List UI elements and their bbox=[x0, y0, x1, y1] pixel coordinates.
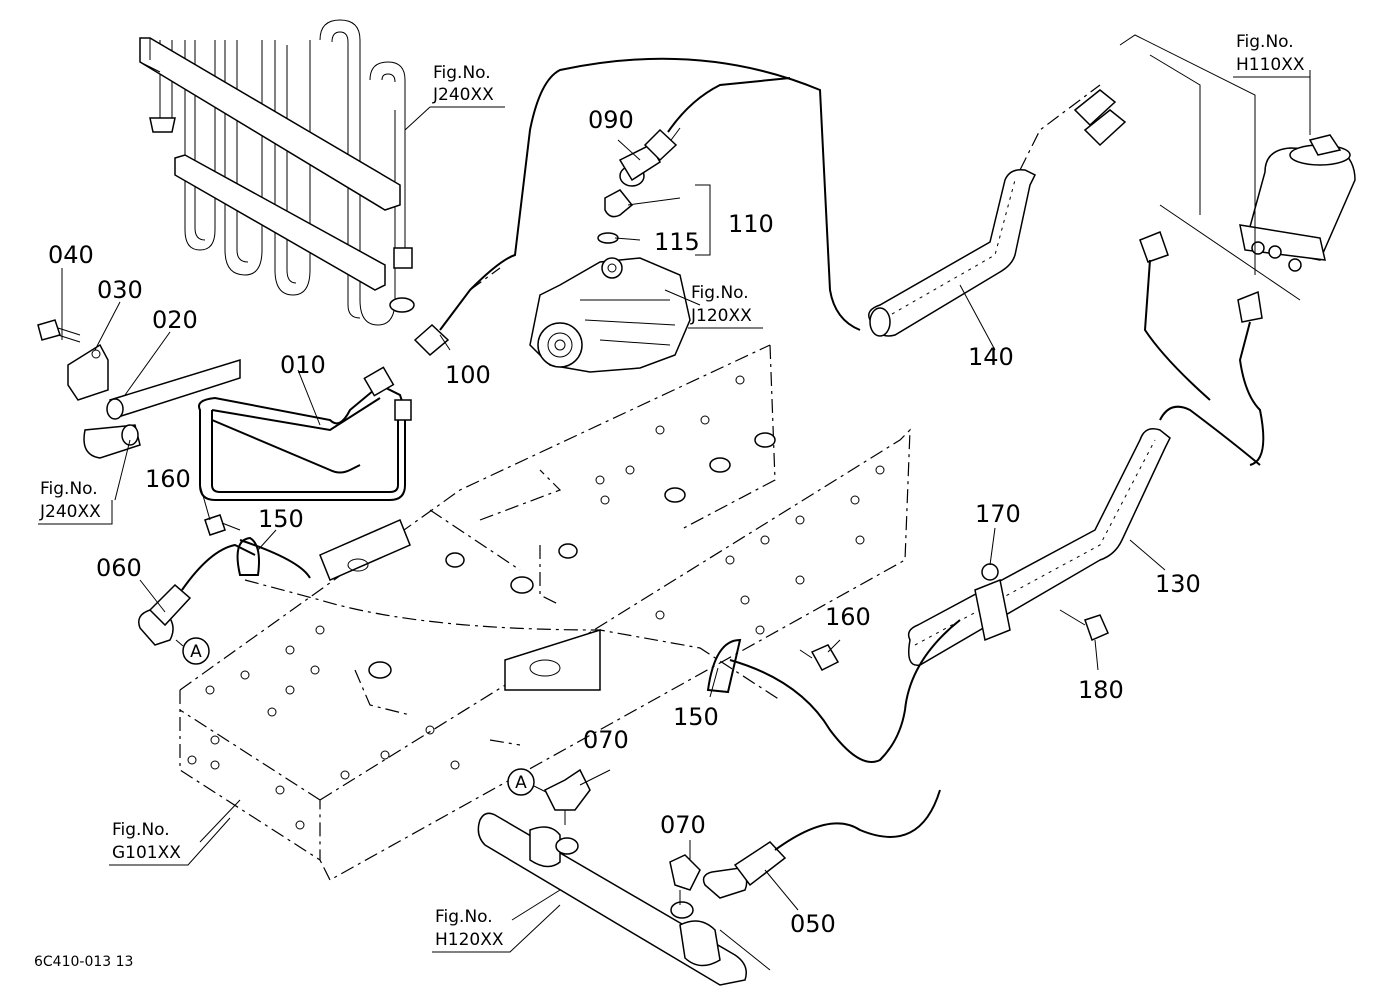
bolt-180 bbox=[1059, 609, 1109, 642]
clamp-150a bbox=[236, 536, 260, 576]
callout-180: 180 bbox=[1078, 676, 1124, 704]
frame bbox=[179, 344, 911, 881]
fitting-110 bbox=[597, 127, 681, 244]
bolt-160b bbox=[799, 644, 840, 671]
callout-010: 010 bbox=[280, 351, 326, 379]
svg-text:Fig.No.: Fig.No. bbox=[112, 820, 170, 840]
condenser-core bbox=[139, 19, 415, 326]
fig-ref-j240-left: Fig.No. J240XX bbox=[38, 479, 113, 525]
callout-150-right: 150 bbox=[673, 703, 719, 731]
motor-lines bbox=[1119, 34, 1301, 466]
callout-160-left: 160 bbox=[145, 465, 191, 493]
fig-ref-j240-top: Fig.No. J240XX bbox=[404, 63, 505, 131]
callout-115: 115 bbox=[654, 228, 700, 256]
bracket-030 bbox=[67, 343, 109, 401]
hose-060 bbox=[138, 539, 311, 646]
callout-020: 020 bbox=[152, 306, 198, 334]
hose-100 bbox=[413, 57, 861, 357]
steering-motor bbox=[1239, 134, 1356, 272]
elbow-070b bbox=[669, 854, 701, 905]
callout-030: 030 bbox=[97, 276, 143, 304]
svg-text:G101XX: G101XX bbox=[112, 843, 181, 863]
svg-text:J240XX: J240XX bbox=[432, 85, 494, 105]
callout-140: 140 bbox=[968, 343, 1014, 371]
marker-a-lower: A bbox=[507, 768, 547, 796]
callout-100: 100 bbox=[445, 361, 491, 389]
svg-text:A: A bbox=[515, 773, 527, 793]
hose-130 bbox=[907, 405, 1261, 667]
svg-text:H110XX: H110XX bbox=[1236, 55, 1305, 75]
callout-110: 110 bbox=[728, 210, 774, 238]
leader-lines bbox=[61, 70, 1311, 921]
bolt-040 bbox=[37, 319, 81, 343]
callout-040: 040 bbox=[48, 241, 94, 269]
callout-050: 050 bbox=[790, 910, 836, 938]
svg-text:Fig.No.: Fig.No. bbox=[435, 907, 493, 927]
callout-090: 090 bbox=[588, 106, 634, 134]
return-hose bbox=[244, 579, 961, 763]
elbow-070a bbox=[543, 768, 591, 825]
svg-text:Fig.No.: Fig.No. bbox=[1236, 32, 1294, 52]
fig-ref-h120: Fig.No. H120XX bbox=[432, 904, 561, 953]
callout-070-upper: 070 bbox=[583, 726, 629, 754]
hose-050 bbox=[702, 789, 941, 899]
svg-text:J240XX: J240XX bbox=[39, 502, 101, 522]
pipe-010 bbox=[198, 366, 412, 501]
callout-060: 060 bbox=[96, 554, 142, 582]
bolt-160a bbox=[204, 514, 241, 536]
callout-160-right: 160 bbox=[825, 603, 871, 631]
hose-020 bbox=[83, 358, 241, 459]
callout-130: 130 bbox=[1155, 570, 1201, 598]
compressor bbox=[529, 257, 691, 373]
svg-text:J120XX: J120XX bbox=[690, 306, 752, 326]
fig-ref-j120: Fig.No. J120XX bbox=[688, 283, 763, 329]
callout-070-lower: 070 bbox=[660, 811, 706, 839]
svg-text:A: A bbox=[190, 642, 202, 662]
clamp-150b bbox=[706, 638, 742, 694]
frame-holes bbox=[187, 375, 885, 830]
callout-numbers: 040 030 020 010 100 090 110 115 140 160 … bbox=[48, 106, 1201, 938]
svg-text:Fig.No.: Fig.No. bbox=[433, 63, 491, 83]
marker-a-left: A bbox=[175, 637, 210, 665]
svg-text:H120XX: H120XX bbox=[435, 930, 504, 950]
drawing-id: 6C410-013 13 bbox=[34, 954, 133, 970]
callout-150-left: 150 bbox=[258, 505, 304, 533]
fig-ref-h110: Fig.No. H110XX bbox=[1233, 32, 1310, 78]
fig-ref-g101: Fig.No. G101XX bbox=[109, 817, 231, 866]
svg-text:Fig.No.: Fig.No. bbox=[691, 283, 749, 303]
steering-cylinder bbox=[477, 812, 771, 986]
hose-090 bbox=[643, 77, 791, 162]
callout-170: 170 bbox=[975, 500, 1021, 528]
svg-text:Fig.No.: Fig.No. bbox=[40, 479, 98, 499]
hose-140 bbox=[868, 84, 1127, 337]
